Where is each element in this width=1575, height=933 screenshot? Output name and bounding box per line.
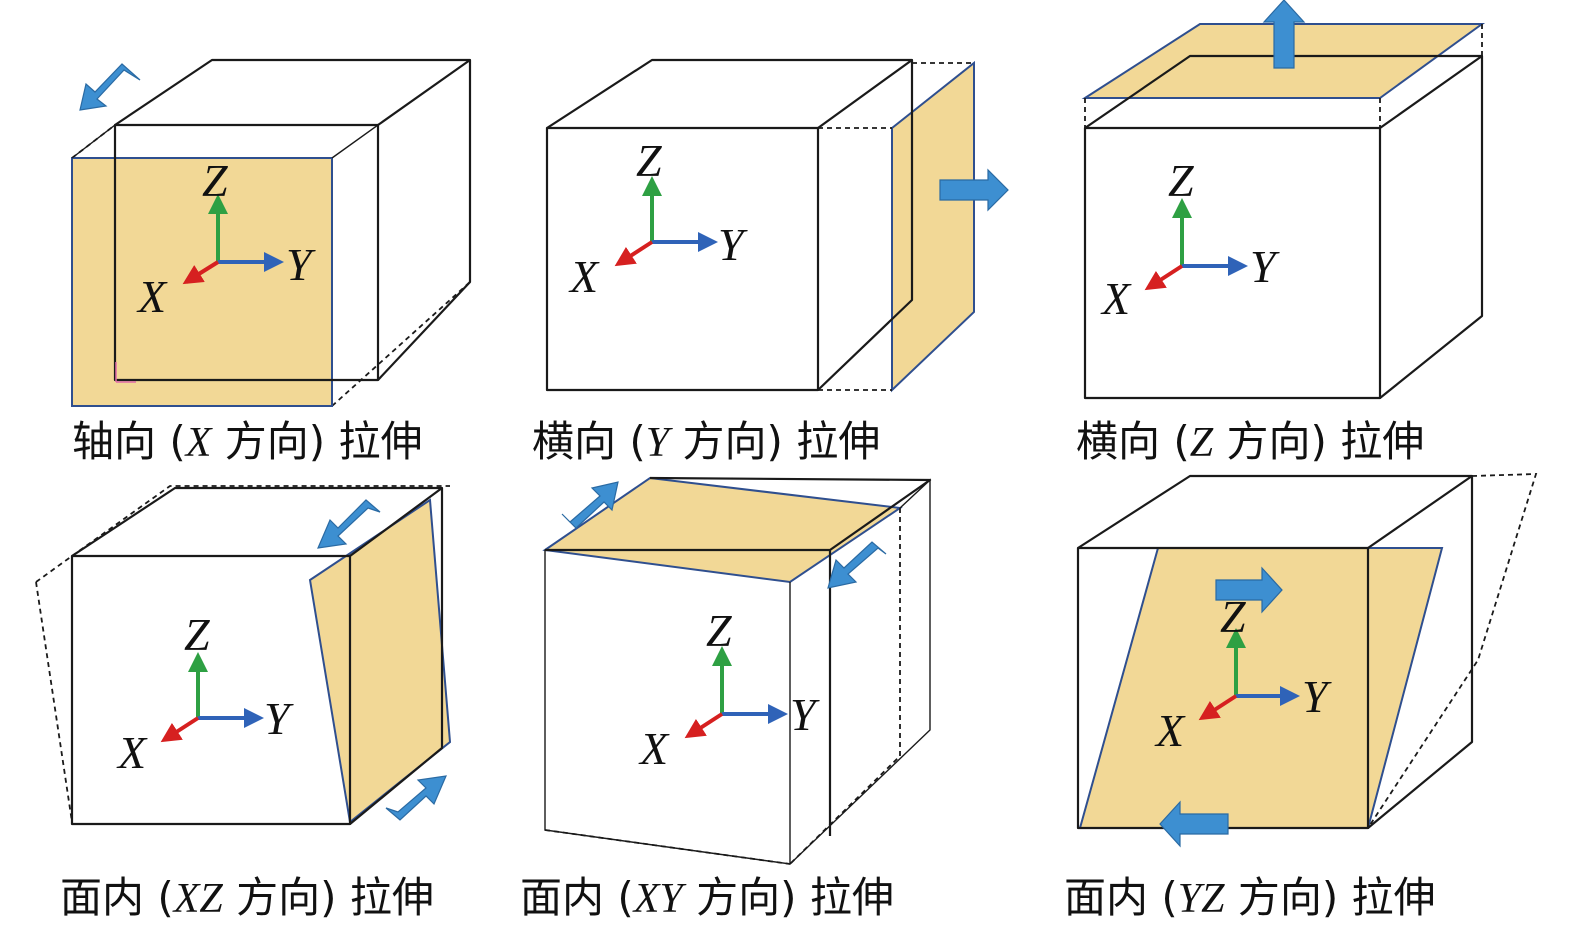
extended-outline xyxy=(1084,24,1483,128)
caption: 轴向 (X 方向) 拉伸 xyxy=(72,417,423,466)
deformed-outline xyxy=(544,478,931,865)
y-axis-label: Y xyxy=(718,219,748,270)
axis-triad: Z Y X xyxy=(116,609,294,778)
x-axis-label: X xyxy=(116,727,148,778)
z-axis-label: Z xyxy=(184,609,210,660)
load-arrow-icon xyxy=(79,63,141,111)
load-arrow-top-icon xyxy=(561,481,619,529)
load-arrow-top-icon xyxy=(317,499,381,549)
x-axis-arrow xyxy=(684,712,724,739)
y-axis-label: Y xyxy=(1302,671,1332,722)
axis-triad: Z Y X xyxy=(1100,155,1280,324)
z-axis-label: Z xyxy=(706,605,732,656)
axis-triad: Z Y X xyxy=(568,135,748,302)
extended-outline xyxy=(35,485,450,823)
origin-marker-icon xyxy=(115,362,136,383)
cube-back xyxy=(71,486,444,825)
y-axis-label: Y xyxy=(790,689,820,740)
cube-edges xyxy=(545,476,932,836)
panel-yz-inplane: Z Y X 面内 (YZ 方向) 拉伸 xyxy=(1064,473,1538,922)
load-arrow-top-icon xyxy=(1215,566,1283,614)
x-axis-label: X xyxy=(638,723,670,774)
y-axis-label: Y xyxy=(1250,241,1280,292)
axis-triad: Z Y X xyxy=(136,155,316,322)
panel-xz-inplane: Z Y X 面内 (XZ 方向) 拉伸 xyxy=(35,485,452,922)
caption: 横向 (Y 方向) 拉伸 xyxy=(532,417,880,466)
load-arrow-side-icon xyxy=(827,541,887,589)
extended-outline xyxy=(544,508,901,865)
x-axis-label: X xyxy=(1100,273,1132,324)
cube-back xyxy=(1077,474,1474,829)
axis-triad: Z Y X xyxy=(1154,591,1332,756)
caption: 面内 (YZ 方向) 拉伸 xyxy=(1064,873,1436,922)
stretched-face xyxy=(891,60,975,393)
x-axis-label: X xyxy=(568,251,600,302)
x-axis-arrow xyxy=(160,716,200,743)
panel-x-axial: Z Y X 轴向 (X 方向) 拉伸 xyxy=(71,58,472,466)
x-axis-label: X xyxy=(136,271,168,322)
load-arrow-icon xyxy=(1262,0,1306,69)
x-axis-arrow xyxy=(182,260,220,285)
x-axis-arrow xyxy=(1144,264,1184,291)
stretched-face xyxy=(308,498,452,824)
x-axis-arrow xyxy=(614,240,654,267)
cube-links xyxy=(71,124,379,381)
cube-back xyxy=(1084,54,1484,399)
cube-back xyxy=(546,58,914,391)
extended-outline xyxy=(818,62,974,391)
axis-triad: Z Y X xyxy=(638,605,820,774)
z-axis-label: Z xyxy=(202,155,228,206)
panel-z-transverse: Z Y X 横向 (Z 方向) 拉伸 xyxy=(1076,0,1486,466)
y-axis-label: Y xyxy=(264,693,294,744)
load-arrow-bottom-icon xyxy=(385,775,447,821)
y-axis-label: Y xyxy=(286,239,316,290)
caption: 横向 (Z 方向) 拉伸 xyxy=(1076,417,1424,466)
cube-back xyxy=(114,58,472,381)
caption: 面内 (XY 方向) 拉伸 xyxy=(520,873,894,922)
z-axis-label: Z xyxy=(636,135,662,186)
caption: 面内 (XZ 方向) 拉伸 xyxy=(60,873,434,922)
cube-front xyxy=(70,554,352,826)
z-axis-label: Z xyxy=(1168,155,1194,206)
cube-front xyxy=(1083,126,1382,400)
panel-y-transverse: Z Y X 横向 (Y 方向) 拉伸 xyxy=(532,58,1009,466)
x-axis-label: X xyxy=(1154,705,1186,756)
x-axis-arrow xyxy=(1198,694,1238,721)
load-arrow-icon xyxy=(939,168,1009,212)
z-axis-label: Z xyxy=(1220,591,1246,642)
load-arrow-bottom-icon xyxy=(1159,800,1229,848)
panel-xy-inplane: Z Y X 面内 (XY 方向) 拉伸 xyxy=(520,476,932,922)
